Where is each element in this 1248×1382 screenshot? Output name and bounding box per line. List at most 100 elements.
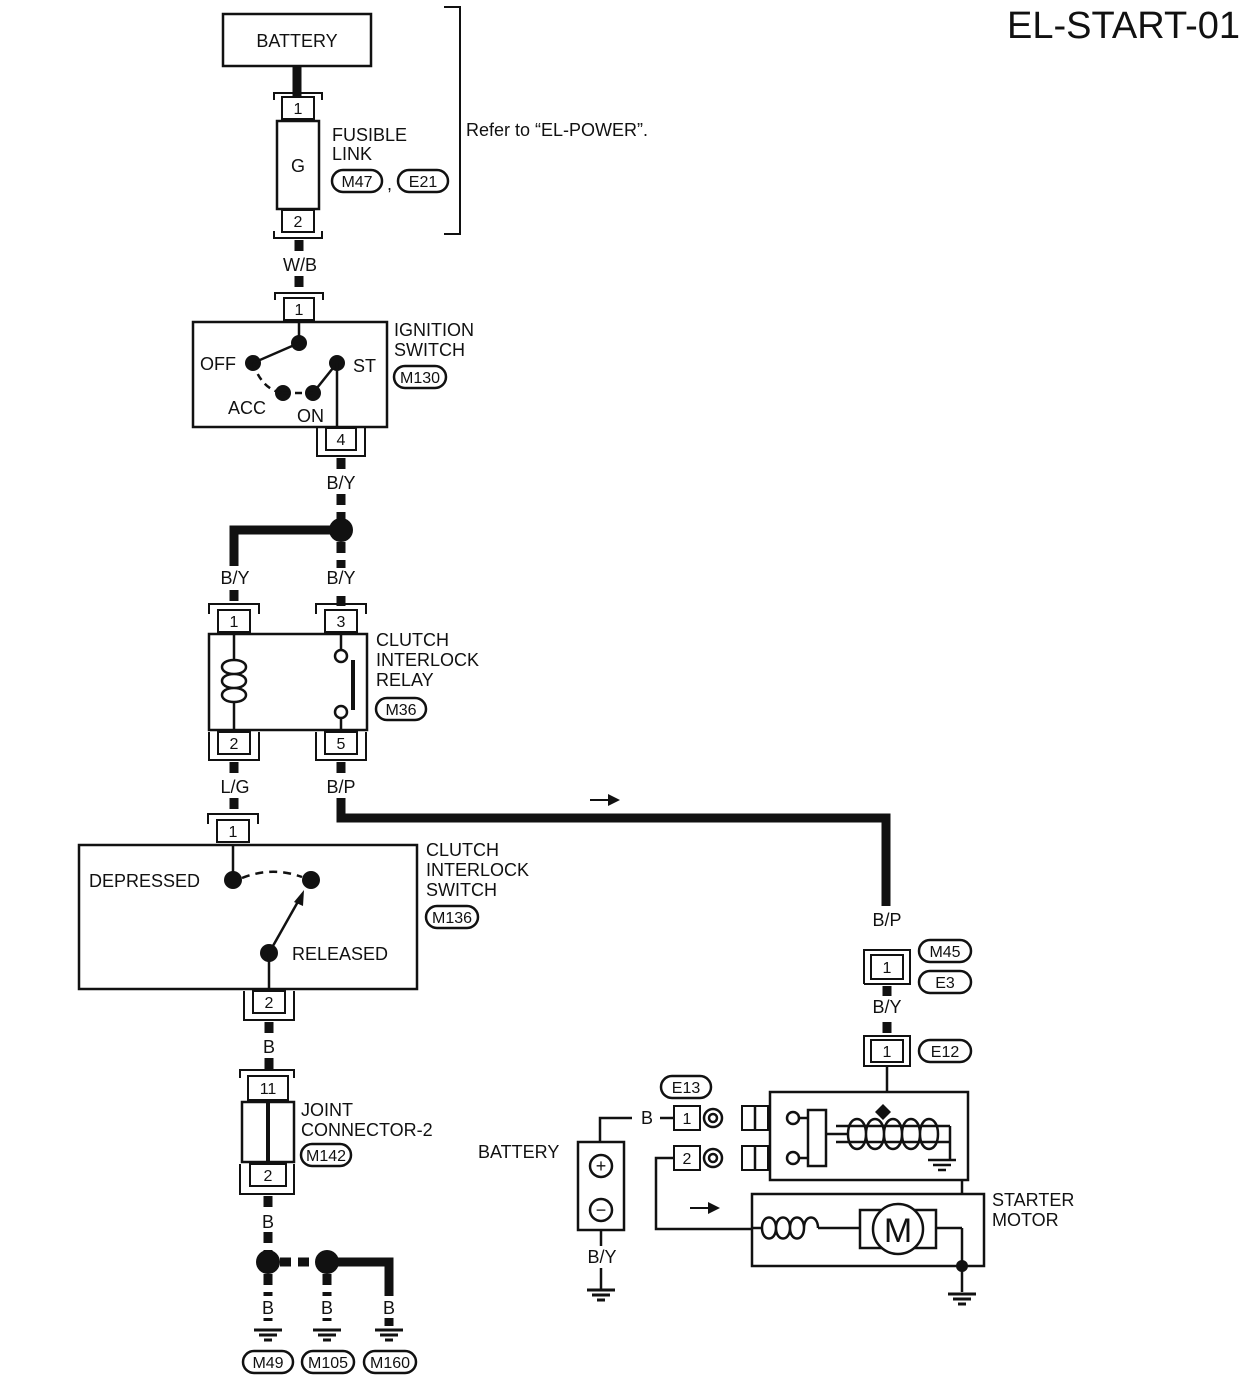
power-reference-note: Refer to “EL-POWER”.	[466, 120, 648, 140]
fusible-separator: ,	[387, 174, 392, 194]
wire-e13-to-motor	[654, 1156, 752, 1231]
splice-ignition	[329, 518, 353, 542]
ignition-pin-in: 1	[295, 302, 304, 319]
e12-name: E12	[931, 1044, 960, 1061]
ignition-name-2: SWITCH	[394, 340, 465, 360]
clutch-interlock-relay: 1 3 2 5 CLUTCH INTERLOCK RELAY M36	[207, 603, 479, 761]
starter-ground-symbol	[948, 1292, 976, 1306]
joint-connector-id: M142	[306, 1148, 346, 1165]
e13-pin-1: 1	[683, 1111, 692, 1128]
relay-pin-2: 2	[230, 736, 239, 753]
wire-label-relay-in-3: B/Y	[326, 568, 355, 588]
battery-minus: −	[596, 1200, 607, 1220]
fusible-connector-a: M47	[341, 174, 372, 191]
inline-connector-top: M45	[929, 944, 960, 961]
relay-pin-5: 5	[337, 736, 346, 753]
switch-state-depressed: DEPRESSED	[89, 871, 200, 891]
starter-motor: M STARTER MOTOR	[750, 1180, 1074, 1268]
switch-state-released: RELEASED	[292, 944, 388, 964]
joint-pin-in: 11	[260, 1081, 277, 1098]
ignition-name-1: IGNITION	[394, 320, 474, 340]
battery-bottom: + − BATTERY	[478, 1140, 626, 1232]
ground-connector-1: M49	[252, 1355, 283, 1372]
ground-connector-2: M105	[308, 1355, 348, 1372]
wire-label-starter-by: B/Y	[872, 997, 901, 1017]
wire-label-ground-2: B	[321, 1298, 333, 1318]
wire-splice-to-relay-1	[229, 525, 330, 566]
switch-pin-in: 1	[229, 824, 238, 841]
inline-connector-bottom: E3	[935, 975, 955, 992]
starter-name-2: MOTOR	[992, 1210, 1059, 1230]
battery-top: BATTERY	[221, 12, 373, 68]
relay-pin-1: 1	[230, 614, 239, 631]
ignition-pos-on: ON	[297, 406, 324, 426]
fusible-pin-bottom: 2	[294, 214, 303, 231]
inline-connector: 1 M45 E3	[863, 938, 973, 995]
wire-label-relay-in-1: B/Y	[220, 568, 249, 588]
switch-name-1: CLUTCH	[426, 840, 499, 860]
joint-name-2: CONNECTOR-2	[301, 1120, 433, 1140]
ignition-pos-st: ST	[353, 356, 376, 376]
joint-pin-out: 2	[264, 1168, 273, 1185]
wire-label-joint-b: B	[262, 1212, 274, 1232]
wire-label-switch-b: B	[263, 1037, 275, 1057]
wire-label-battery-by: B/Y	[587, 1247, 616, 1267]
starter-solenoid	[768, 1090, 970, 1182]
ground-connector-3: M160	[370, 1355, 410, 1372]
e12-pin: 1	[883, 1044, 892, 1061]
splice-ground-2	[315, 1250, 339, 1274]
ground-symbol-3	[375, 1328, 403, 1342]
switch-pin-out: 2	[265, 995, 274, 1012]
ignition-pos-acc: ACC	[228, 398, 266, 418]
fusible-link-name-1: FUSIBLE	[332, 125, 407, 145]
flow-arrow-bp	[590, 794, 620, 806]
wire-label-battery-b: B	[641, 1108, 653, 1128]
battery-ground-symbol	[587, 1288, 615, 1302]
fusible-link-name-2: LINK	[332, 144, 372, 164]
relay-connector: M36	[385, 702, 416, 719]
fusible-pin-top: 1	[294, 101, 303, 118]
relay-name-2: INTERLOCK	[376, 650, 479, 670]
wire-label-starter-bp: B/P	[872, 910, 901, 930]
wire-label-ground-1: B	[262, 1298, 274, 1318]
battery-plus: +	[596, 1156, 607, 1176]
relay-pin-3: 3	[337, 614, 346, 631]
ignition-pos-off: OFF	[200, 354, 236, 374]
fusible-connector-b: E21	[409, 174, 438, 191]
wire-label-lg: L/G	[220, 777, 249, 797]
motor-letter: M	[884, 1212, 912, 1250]
splice-ground-1	[256, 1250, 280, 1274]
starter-connector-e12: 1 E12	[863, 1035, 973, 1067]
wire-bp-to-starter	[336, 798, 891, 906]
clutch-interlock-switch: 1 DEPRESSED RELEASED 2 CLUTCH INTERLOCK …	[77, 813, 529, 1021]
joint-name-1: JOINT	[301, 1100, 353, 1120]
wire-label-ignition-by: B/Y	[326, 473, 355, 493]
starter-name-1: STARTER	[992, 1190, 1074, 1210]
fusible-link: 1 G 2 FUSIBLE LINK M47 , E21	[273, 92, 450, 239]
battery-bottom-name: BATTERY	[478, 1142, 559, 1162]
wire-label-wb: W/B	[283, 255, 317, 275]
e13-name: E13	[672, 1080, 701, 1097]
fusible-letter: G	[291, 156, 305, 176]
wire-battery-to-e13	[598, 1116, 632, 1142]
relay-name-1: CLUTCH	[376, 630, 449, 650]
inline-pin: 1	[883, 960, 892, 977]
flow-arrow-motor	[690, 1202, 720, 1214]
switch-name-2: INTERLOCK	[426, 860, 529, 880]
relay-name-3: RELAY	[376, 670, 434, 690]
power-bracket	[444, 6, 461, 235]
ground-symbol-1	[254, 1328, 282, 1342]
ground-symbol-2	[313, 1328, 341, 1342]
e13-pin-2: 2	[683, 1151, 692, 1168]
ignition-switch: 1 OFF ST ACC ON 4 IGNITION SWITCH M130	[191, 292, 474, 457]
diagram-title: EL-START-01	[1007, 5, 1240, 47]
wire-label-bp: B/P	[326, 777, 355, 797]
switch-connector: M136	[432, 910, 472, 927]
battery-connector-e13: E13 1 2	[659, 1074, 724, 1171]
ignition-pin-out: 4	[337, 432, 346, 449]
switch-name-3: SWITCH	[426, 880, 497, 900]
ignition-connector: M130	[400, 370, 440, 387]
battery-top-label: BATTERY	[256, 31, 337, 51]
joint-connector-2: 11 2 JOINT CONNECTOR-2 M142	[239, 1069, 433, 1195]
